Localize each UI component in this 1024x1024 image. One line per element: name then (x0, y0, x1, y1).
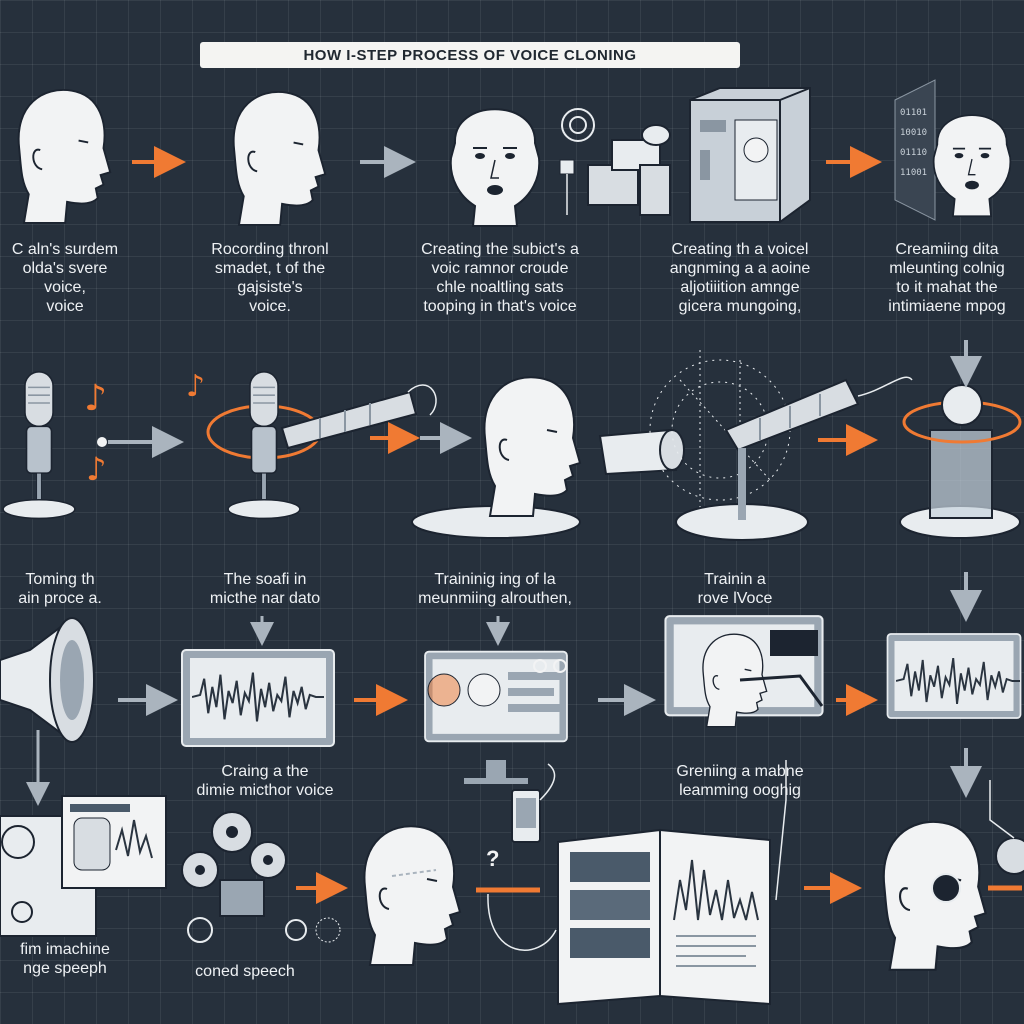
page-title: HOW I-STEP PROCESS OF VOICE CLONING (200, 42, 740, 68)
page-title-text: HOW I-STEP PROCESS OF VOICE CLONING (303, 46, 637, 64)
recording-device-icon (559, 108, 671, 216)
svg-text:11001: 11001 (900, 168, 927, 178)
step-head-on-pedestal (411, 376, 581, 539)
step-3-head-front (449, 108, 541, 227)
phone-device-icon (511, 763, 556, 843)
caption-step-10: Craing a the dimie micthor voice (196, 763, 334, 799)
step-2-head-right (232, 90, 327, 226)
connector-dot (97, 437, 107, 447)
caption-step-8: Traininig ing of la meunmiing alrouthen, (418, 571, 572, 607)
caption-step-9: Trainin a rove lVoce (697, 571, 773, 607)
caption-step-13: coned speech (195, 963, 295, 980)
connector-line (487, 893, 557, 951)
connector-line (775, 760, 787, 901)
caption-step-6: Toming th ain proce a. (18, 571, 102, 607)
open-book-spectrogram (557, 828, 771, 1006)
documents-collage-icon (0, 795, 167, 937)
waveform-monitor-1 (181, 649, 335, 747)
loudspeaker-horn-icon (0, 617, 95, 743)
caption-step-4: Creating th a voicel angnming a a aoine … (669, 241, 811, 315)
recording-wand-icon (280, 384, 437, 450)
holographic-head-icon (899, 384, 1022, 539)
caption-step-1: C aln's surdem olda's svere voice, voice (11, 241, 119, 315)
voice-box-device-icon (689, 87, 811, 223)
caption-step-3: Creating the subict's a voic ramnor crou… (421, 241, 579, 315)
studio-microphone-3 (675, 376, 913, 541)
caption-step-7: The soafi in micthe nar dato (209, 571, 321, 607)
caption-step-2: Rocording thronl smadet, t of the gajsis… (211, 241, 329, 315)
svg-text:01110: 01110 (900, 148, 927, 158)
music-note-icon: ♪ (86, 450, 106, 488)
cloned-voice-head (363, 825, 462, 967)
caption-step-5: Creamiing dita mleunting colnig to it ma… (888, 241, 1006, 315)
studio-microphone-2 (206, 370, 322, 520)
caption-step-11: Greniing a mabne leamming ooghig (676, 763, 804, 799)
sound-speaker-icon (598, 428, 685, 476)
film-reels-camera-icon (181, 811, 341, 943)
studio-microphone-1 (2, 370, 76, 520)
step-1-head-right (17, 88, 112, 224)
svg-text:10010: 10010 (900, 128, 927, 138)
voice-tuning-monitor (664, 615, 824, 728)
digital-head-icon: 01101 10010 01110 11001 (894, 79, 1012, 221)
caption-step-12: fim imachine nge speeph (20, 941, 110, 977)
question-mark-icon: ? (486, 846, 499, 871)
music-note-icon: ♪ (84, 378, 107, 419)
svg-text:01101: 01101 (900, 108, 927, 118)
listening-head-with-headset (882, 780, 1024, 971)
waveform-monitor-2 (886, 633, 1022, 719)
face-analysis-monitor (424, 650, 568, 784)
music-note-icon: ♪ (186, 369, 205, 404)
